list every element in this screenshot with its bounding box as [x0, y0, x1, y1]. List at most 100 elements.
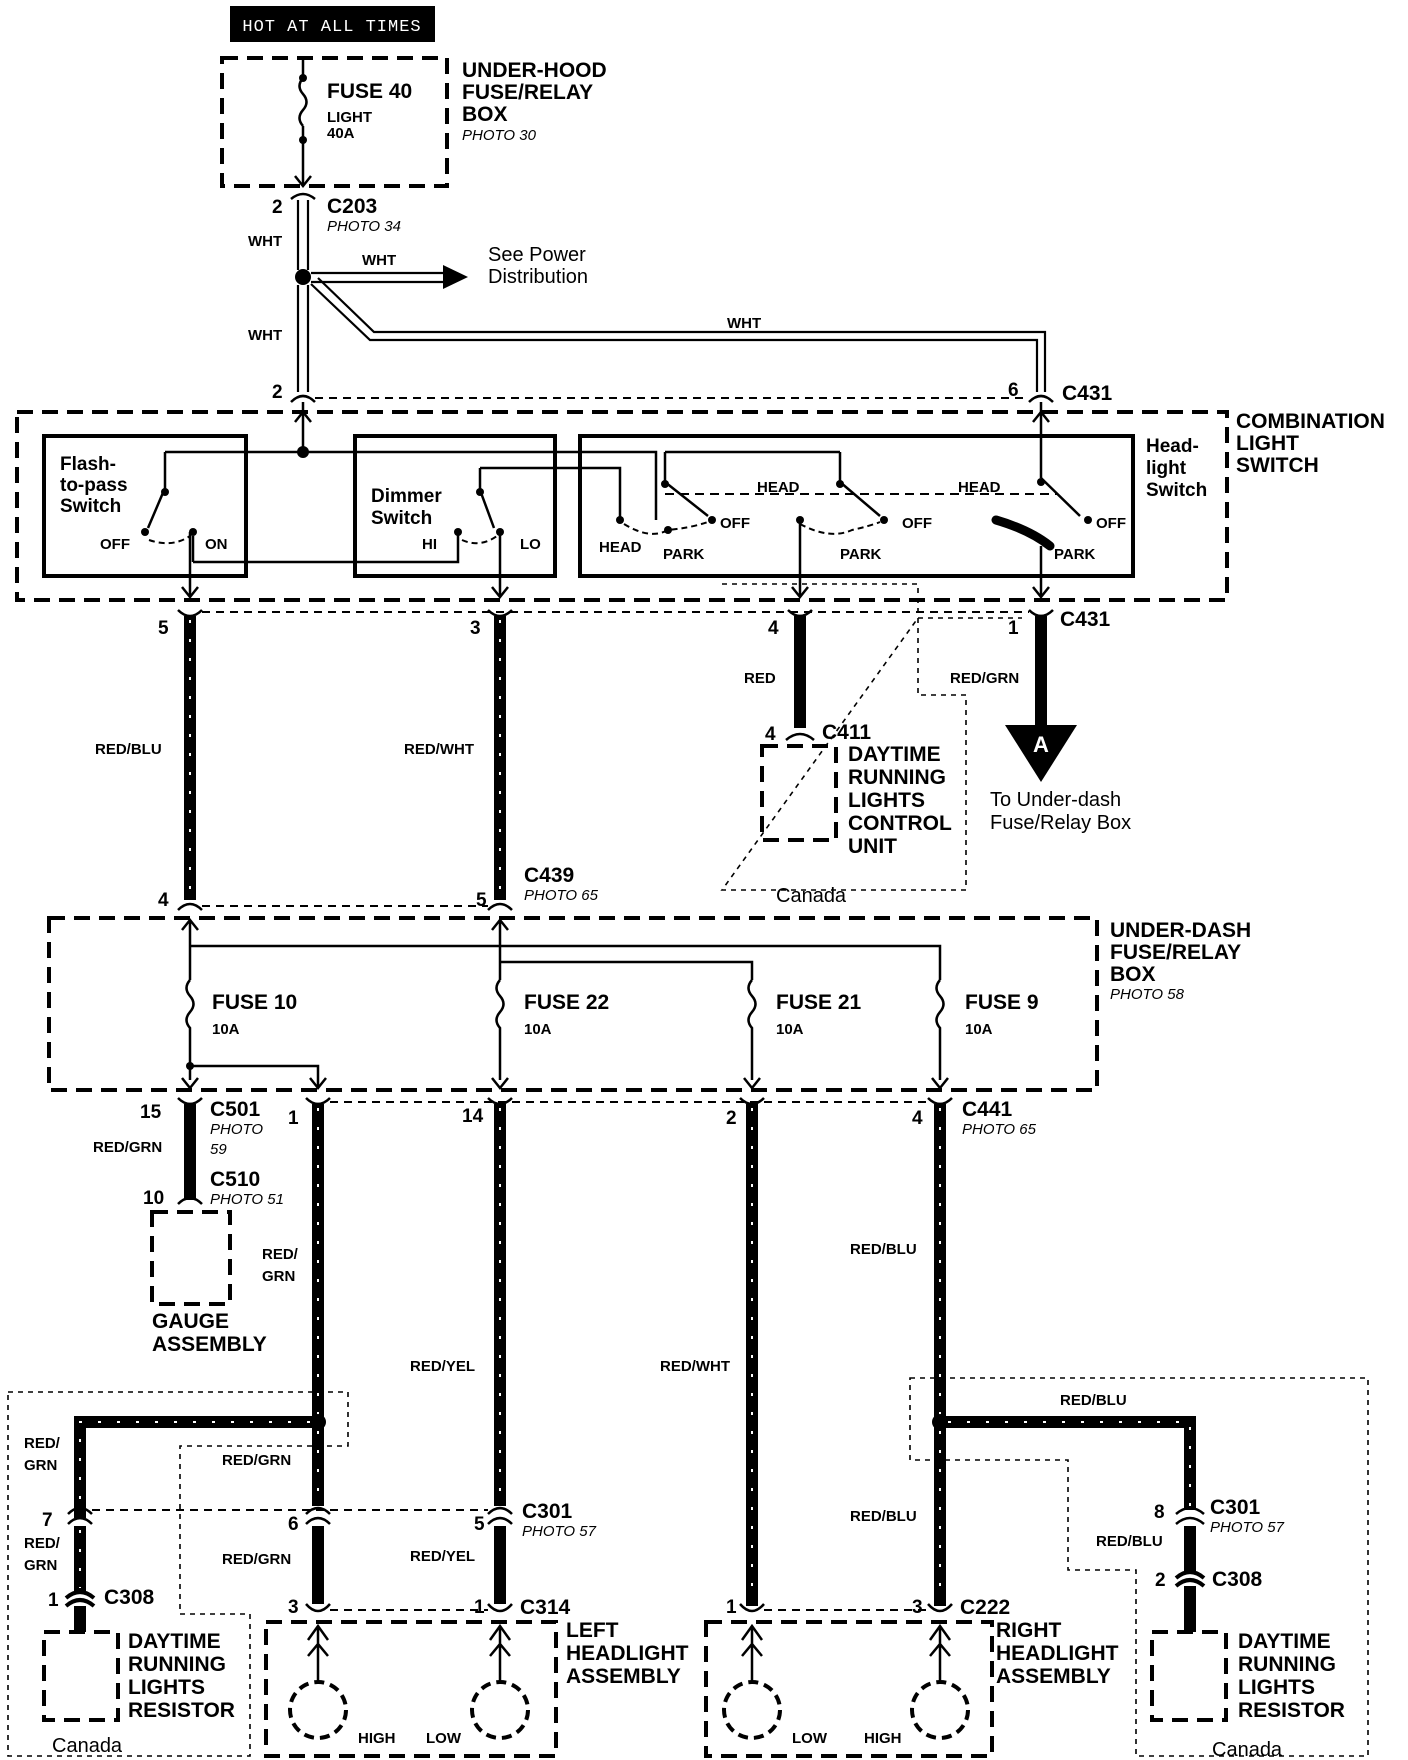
dimmer-lo: LO — [520, 536, 541, 553]
drl-resistor-left-3: LIGHTS — [128, 1676, 205, 1699]
label-red-grn-c308-2: GRN — [24, 1557, 57, 1574]
c301-conn-7 — [67, 1506, 93, 1525]
dimmer-lever — [478, 468, 496, 529]
wht-wire-power-dist — [311, 271, 443, 284]
wire-red-blu-drl-right-stripe — [948, 1421, 1191, 1506]
underhood-title-2: FUSE/RELAY — [462, 81, 593, 104]
hl-lever-2-pivot — [836, 480, 844, 488]
label-red-grn-gauge: RED/GRN — [93, 1139, 162, 1156]
power-dist-text-1: See Power — [488, 244, 586, 266]
label-red-blu-c222: RED/BLU — [850, 1508, 917, 1525]
label-red: RED — [744, 670, 776, 687]
gauge-title-2: ASSEMBLY — [152, 1333, 267, 1356]
drl-resistor-right-3: LIGHTS — [1238, 1676, 1315, 1699]
c510-photo: PHOTO 51 — [210, 1191, 284, 1208]
c203-connector — [290, 192, 316, 200]
c222-conn-3 — [927, 1603, 953, 1613]
fuse40-rating: 40A — [327, 125, 355, 142]
hl-park-1-label: PARK — [663, 546, 705, 563]
c441-pin1: 1 — [288, 1108, 299, 1129]
c431-top-conn-6 — [1028, 394, 1054, 403]
wht-label-1: WHT — [248, 233, 282, 250]
fuse10-branch — [190, 1064, 320, 1088]
drl-resistor-right-4: RESISTOR — [1238, 1699, 1345, 1722]
drl-control-title-4: CONTROL — [848, 812, 952, 835]
c308-left-conn — [64, 1590, 96, 1608]
flash-on: ON — [205, 536, 228, 553]
c308-right-conn — [1174, 1570, 1206, 1588]
fuse40-desc: LIGHT — [327, 109, 372, 126]
c431-bottom-conn-5 — [177, 609, 203, 618]
right-hl-low-lead — [740, 1623, 764, 1684]
underhood-box — [220, 56, 449, 188]
c222-pin1: 1 — [726, 1597, 737, 1618]
c501-photo-1: PHOTO — [210, 1121, 263, 1138]
label-red-wht-2: RED/WHT — [660, 1358, 730, 1375]
c431-top-pin6: 6 — [1008, 380, 1019, 401]
ud-arrow-3 — [491, 1077, 509, 1091]
c441-pin14: 14 — [462, 1106, 484, 1127]
wht-wire-c203-splice — [296, 200, 310, 270]
c301-right-conn — [1175, 1506, 1205, 1525]
label-red-blu-drl-right: RED/BLU — [1060, 1392, 1127, 1409]
dimmer-in-wire — [480, 466, 622, 520]
fuse9-name: FUSE 9 — [965, 991, 1039, 1014]
label-red-yel: RED/YEL — [410, 1358, 475, 1375]
hl-dash-2 — [799, 521, 881, 535]
ud-bus-mid — [500, 960, 754, 980]
off-page-text-2: Fuse/Relay Box — [990, 812, 1131, 834]
c308-left-name: C308 — [104, 1586, 155, 1609]
power-dist-arrow — [443, 265, 468, 289]
hl-lever-2 — [838, 452, 881, 517]
c314-pin3: 3 — [288, 1597, 299, 1618]
off-page-triangle — [1005, 725, 1077, 782]
hl-park-3-arrow — [1032, 586, 1050, 600]
right-hl-low-bulb — [722, 1680, 782, 1740]
right-hl-title-3: ASSEMBLY — [996, 1665, 1111, 1688]
hl-head-mid: HEAD — [757, 479, 800, 496]
left-hl-high-lead — [306, 1623, 330, 1684]
c431-bottom-conn-4 — [787, 609, 813, 618]
fuse10-rating: 10A — [212, 1021, 240, 1038]
right-hl-title-1: RIGHT — [996, 1619, 1062, 1642]
drl-control-title-5: UNIT — [848, 835, 897, 858]
hot-label-box — [230, 6, 435, 42]
c203-photo: PHOTO 34 — [327, 218, 401, 235]
hl-park-1 — [664, 526, 672, 534]
c431-top-pin2: 2 — [272, 382, 283, 403]
c501-name: C501 — [210, 1098, 261, 1121]
drl-resistor-left-1: DAYTIME — [128, 1630, 221, 1653]
hl-off-2-label: OFF — [902, 515, 932, 532]
drl-resistor-right-region: Canada — [1212, 1739, 1283, 1760]
c301-left-name: C301 — [522, 1500, 573, 1523]
c439-photo: PHOTO 65 — [524, 887, 599, 904]
drl-resistor-left-box — [42, 1630, 120, 1722]
flash-pivot — [161, 488, 169, 496]
c501-photo-2: 59 — [210, 1141, 227, 1158]
c431-pin5: 5 — [158, 618, 169, 639]
left-hl-high-label: HIGH — [358, 1730, 396, 1747]
c411-connector — [785, 732, 815, 741]
headlight-title-3: Switch — [1146, 480, 1207, 501]
c314-pin1: 1 — [474, 1597, 485, 1618]
hl-park-2-label: PARK — [840, 546, 882, 563]
fuse21-name: FUSE 21 — [776, 991, 862, 1014]
hl-lever-3-pivot — [1037, 478, 1045, 486]
c439-name: C439 — [524, 864, 574, 887]
combo-title-2: LIGHT — [1236, 432, 1299, 455]
hl-head-contact-left — [616, 516, 624, 524]
underdash-title-2: FUSE/RELAY — [1110, 941, 1241, 964]
flash-off-contact — [141, 528, 149, 536]
c431-6-arrow — [1032, 409, 1050, 423]
dimmer-box — [353, 434, 557, 578]
c314-name: C314 — [520, 1596, 571, 1619]
underdash-box — [47, 916, 1099, 1092]
drl-control-unit-box — [760, 744, 838, 842]
right-hl-high-lead — [928, 1623, 952, 1684]
wht-label-c431: WHT — [727, 315, 761, 332]
hl-off-1-label: OFF — [720, 515, 750, 532]
flash-title-1: Flash- — [60, 454, 116, 475]
wht-wire-to-c431-2 — [296, 285, 310, 392]
underdash-photo: PHOTO 58 — [1110, 986, 1185, 1003]
c439-pin5: 5 — [476, 890, 487, 911]
